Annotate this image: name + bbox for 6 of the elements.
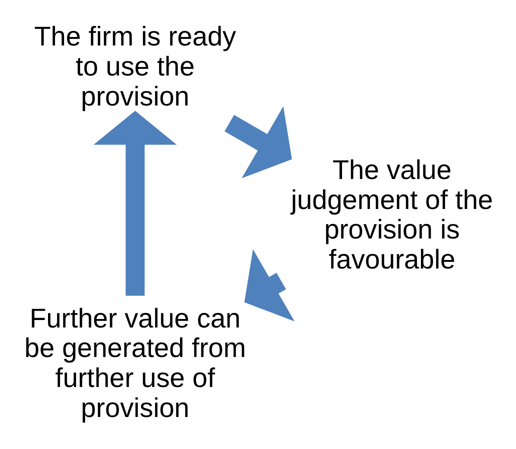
arrow (244, 249, 294, 322)
node-text: The firm is ready to use the provision (34, 20, 236, 112)
node-text: The value judgement of the provision is favourable (290, 154, 493, 275)
node-text: Further value can be generated from further use of provision (24, 302, 246, 423)
arrow (93, 110, 176, 296)
arrow (224, 106, 292, 178)
